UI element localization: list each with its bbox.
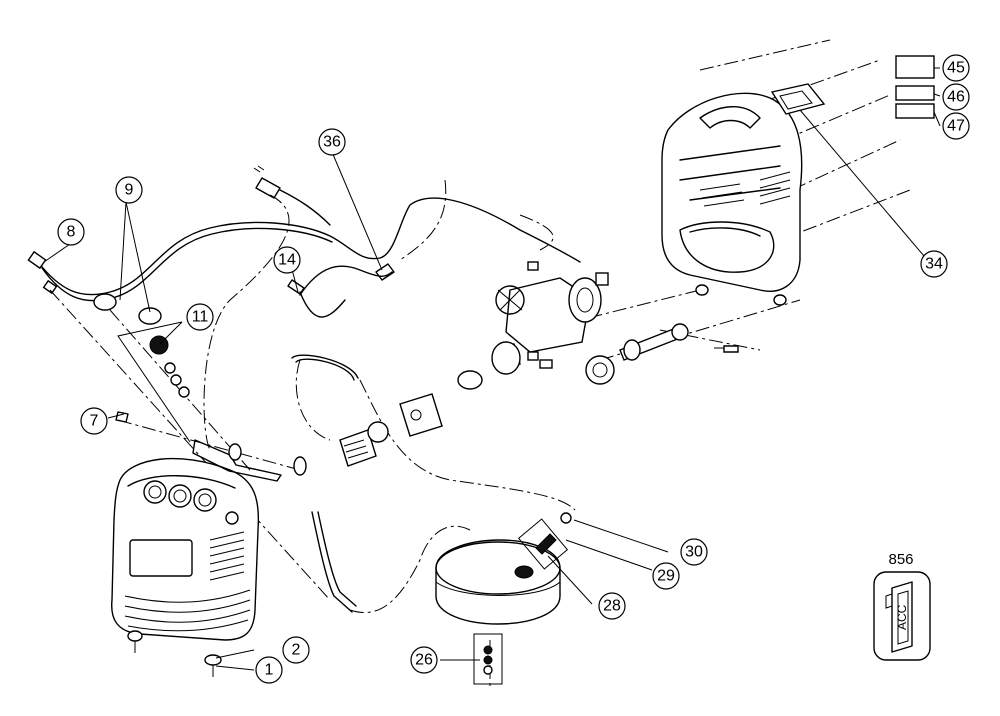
callout-label: 46 — [947, 89, 965, 106]
crank-parts — [585, 323, 739, 385]
power-cord — [27, 165, 581, 318]
callout-label: 14 — [278, 252, 296, 269]
callout-46: 46 — [942, 83, 970, 111]
callout-label: 28 — [603, 598, 621, 615]
callout-26: 26 — [410, 646, 438, 674]
callout-45: 45 — [942, 54, 970, 82]
callout-label: 29 — [657, 568, 675, 585]
callout-label: 1 — [265, 662, 274, 679]
callout-2: 2 — [282, 636, 310, 664]
callout-label: 47 — [947, 118, 965, 135]
callout-label: 8 — [67, 224, 76, 241]
callout-8: 8 — [57, 218, 85, 246]
callout-34: 34 — [920, 250, 948, 278]
callout-29: 29 — [652, 562, 680, 590]
callout-label: 9 — [125, 182, 134, 199]
rear-housing — [661, 83, 826, 306]
accessory-856: 856 ACC — [873, 551, 931, 661]
callout-label: 36 — [323, 134, 341, 151]
callout-47: 47 — [942, 112, 970, 140]
callout-9: 9 — [115, 176, 143, 204]
callout-1: 1 — [255, 656, 283, 684]
callout-label: 11 — [192, 309, 209, 326]
tank — [311, 511, 572, 685]
front-shroud — [111, 457, 260, 677]
callout-14: 14 — [273, 246, 301, 274]
callout-label: 30 — [685, 544, 703, 561]
callout-36: 36 — [318, 128, 346, 156]
callout-label: 45 — [947, 60, 965, 77]
callout-label: 26 — [415, 652, 433, 669]
accessory-number: 856 — [888, 551, 913, 568]
callout-11: 11 — [186, 303, 214, 331]
callout-label: 2 — [292, 642, 301, 659]
accessory-tag-text: ACC — [895, 604, 909, 630]
assembly-lines — [49, 39, 911, 690]
callout-30: 30 — [680, 538, 708, 566]
pump-assembly — [291, 261, 609, 467]
callout-label: 34 — [925, 256, 943, 273]
callout-7: 7 — [80, 407, 108, 435]
label-decals — [895, 55, 935, 119]
callout-28: 28 — [598, 592, 626, 620]
callout-leaders — [43, 67, 941, 671]
callout-label: 7 — [90, 413, 99, 430]
